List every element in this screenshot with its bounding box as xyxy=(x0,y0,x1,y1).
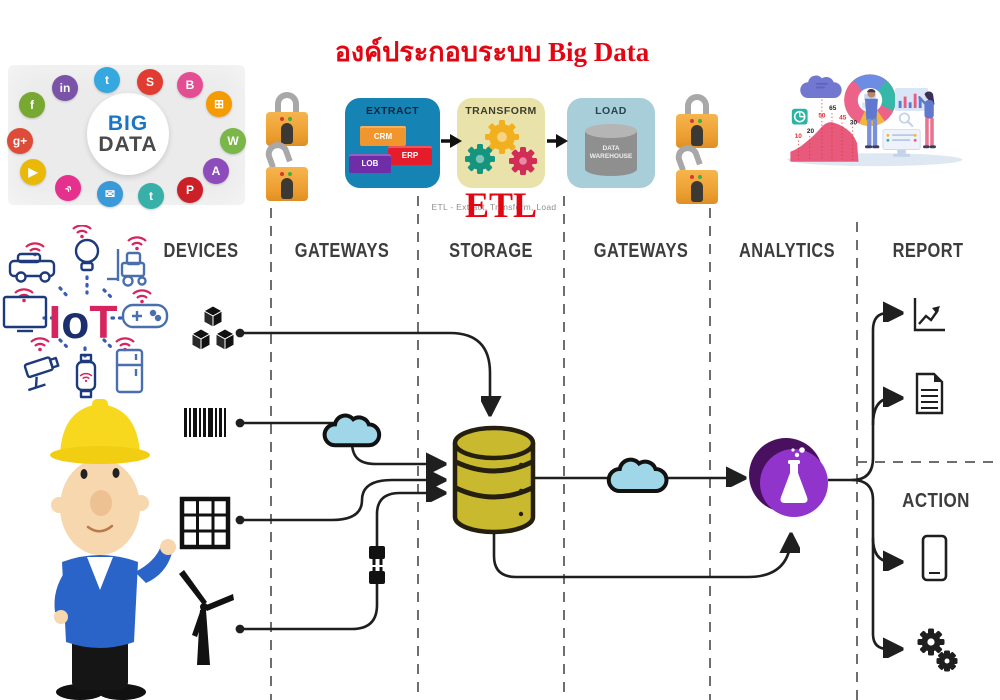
wordpress-icon: W xyxy=(220,128,246,154)
google-plus-icon: g+ xyxy=(7,128,33,154)
area-chart xyxy=(790,122,859,162)
column-label-report: REPORT xyxy=(892,240,964,262)
refrigerator-icon xyxy=(115,348,144,394)
data-warehouse-cylinder: DATA WAREHOUSE xyxy=(585,124,637,176)
person-woman xyxy=(918,91,936,149)
page-title: องค์ประกอบระบบ Big Data xyxy=(334,37,650,67)
crm-chip: CRM xyxy=(360,126,406,146)
pie-chart-icon xyxy=(791,108,808,125)
tumblr-icon: t xyxy=(138,183,164,209)
skype-icon: S xyxy=(137,69,163,95)
load-label: LOAD xyxy=(595,105,627,117)
worker-cartoon xyxy=(50,399,176,700)
erp-chip: ERP xyxy=(388,146,432,165)
padlock-closed-icon xyxy=(266,92,310,148)
magnifier-icon xyxy=(898,112,914,128)
column-label-gateways: GATEWAYS xyxy=(294,240,390,262)
dashed-separator xyxy=(270,196,1000,700)
game-controller-icon xyxy=(121,303,169,329)
analytics-flask-icon xyxy=(749,438,828,517)
youtube-icon: ▶ xyxy=(20,159,46,185)
column-label-storage: STORAGE xyxy=(449,240,533,262)
forklift-icon xyxy=(107,249,147,287)
plug-connector-icon xyxy=(369,546,385,584)
light-bulb-icon xyxy=(74,238,100,272)
barcode-icon xyxy=(184,408,226,437)
lob-chip: LOB xyxy=(349,154,391,173)
database-icon xyxy=(452,425,536,535)
padlock-open-icon xyxy=(262,138,310,203)
gear-icon xyxy=(509,147,537,175)
iot-cluster: IoT xyxy=(2,225,169,399)
car-icon xyxy=(8,252,56,283)
chart-values: 10 20 50 65 45 30 xyxy=(795,105,858,140)
transform-label: TRANSFORM xyxy=(465,105,537,117)
blogger-icon: B xyxy=(177,72,203,98)
etl-extract-box: EXTRACT CRM ERP LOB xyxy=(345,98,440,188)
document-report-icon xyxy=(915,372,944,415)
facebook-icon: f xyxy=(19,92,45,118)
chart-guides xyxy=(797,99,854,161)
etl-heading: ETL xyxy=(464,185,538,225)
iot-label: IoT xyxy=(49,296,118,348)
value-30: 30 xyxy=(850,120,858,127)
value-10: 10 xyxy=(795,133,803,140)
cubes-icon xyxy=(191,305,235,351)
bar-chart-panel xyxy=(895,87,929,111)
value-65: 65 xyxy=(829,105,837,112)
apple-icon: A xyxy=(203,158,229,184)
chart-report-icon xyxy=(913,298,945,332)
gear-icon xyxy=(485,120,519,154)
line-start-dots xyxy=(235,328,245,634)
cloud-gateway-icon xyxy=(325,416,380,446)
smart-watch-icon xyxy=(75,353,97,399)
gears-icon xyxy=(917,628,958,672)
analytics-illustration: 10 20 50 65 45 30 xyxy=(787,74,963,167)
mail-icon: ✉ xyxy=(97,181,123,207)
value-45: 45 xyxy=(839,115,847,122)
action-label: ACTION xyxy=(902,490,970,512)
etl-load-box: LOAD DATA WAREHOUSE xyxy=(567,98,655,188)
padlock-open-icon xyxy=(672,141,720,206)
gear-icon xyxy=(465,144,495,174)
big-text: BIG xyxy=(107,112,149,135)
value-20: 20 xyxy=(807,128,815,135)
linkedin-icon: in xyxy=(52,75,78,101)
column-label-gateways2: GATEWAYS xyxy=(593,240,689,262)
flow-lines xyxy=(240,313,901,649)
pinterest-icon: P xyxy=(177,177,203,203)
padlock-closed-icon xyxy=(676,94,720,150)
gears-graphic xyxy=(465,120,537,175)
tv-icon xyxy=(2,295,48,333)
etl-caption: ETL - Extract, Transform, Load xyxy=(431,202,557,212)
warehouse-text-2: WAREHOUSE xyxy=(590,153,633,160)
big-data-label: BIG DATA xyxy=(87,93,169,175)
column-label-devices: DEVICES xyxy=(163,240,239,262)
warehouse-text-1: DATA xyxy=(602,145,619,152)
value-50: 50 xyxy=(818,112,826,119)
dashboard-monitor xyxy=(882,129,921,157)
cloud-gateway-icon xyxy=(609,460,667,491)
data-text: DATA xyxy=(98,133,158,156)
rss-icon: » xyxy=(49,169,87,207)
twitter-icon: t xyxy=(94,67,120,93)
phone-icon xyxy=(921,534,948,582)
extract-label: EXTRACT xyxy=(365,105,420,117)
etl-transform-box: TRANSFORM xyxy=(457,98,545,188)
windows-icon: ⊞ xyxy=(206,91,232,117)
person-man xyxy=(864,88,880,149)
security-camera-icon xyxy=(23,356,60,392)
cloud-icon xyxy=(800,75,842,98)
column-label-analytics: ANALYTICS xyxy=(738,240,836,262)
